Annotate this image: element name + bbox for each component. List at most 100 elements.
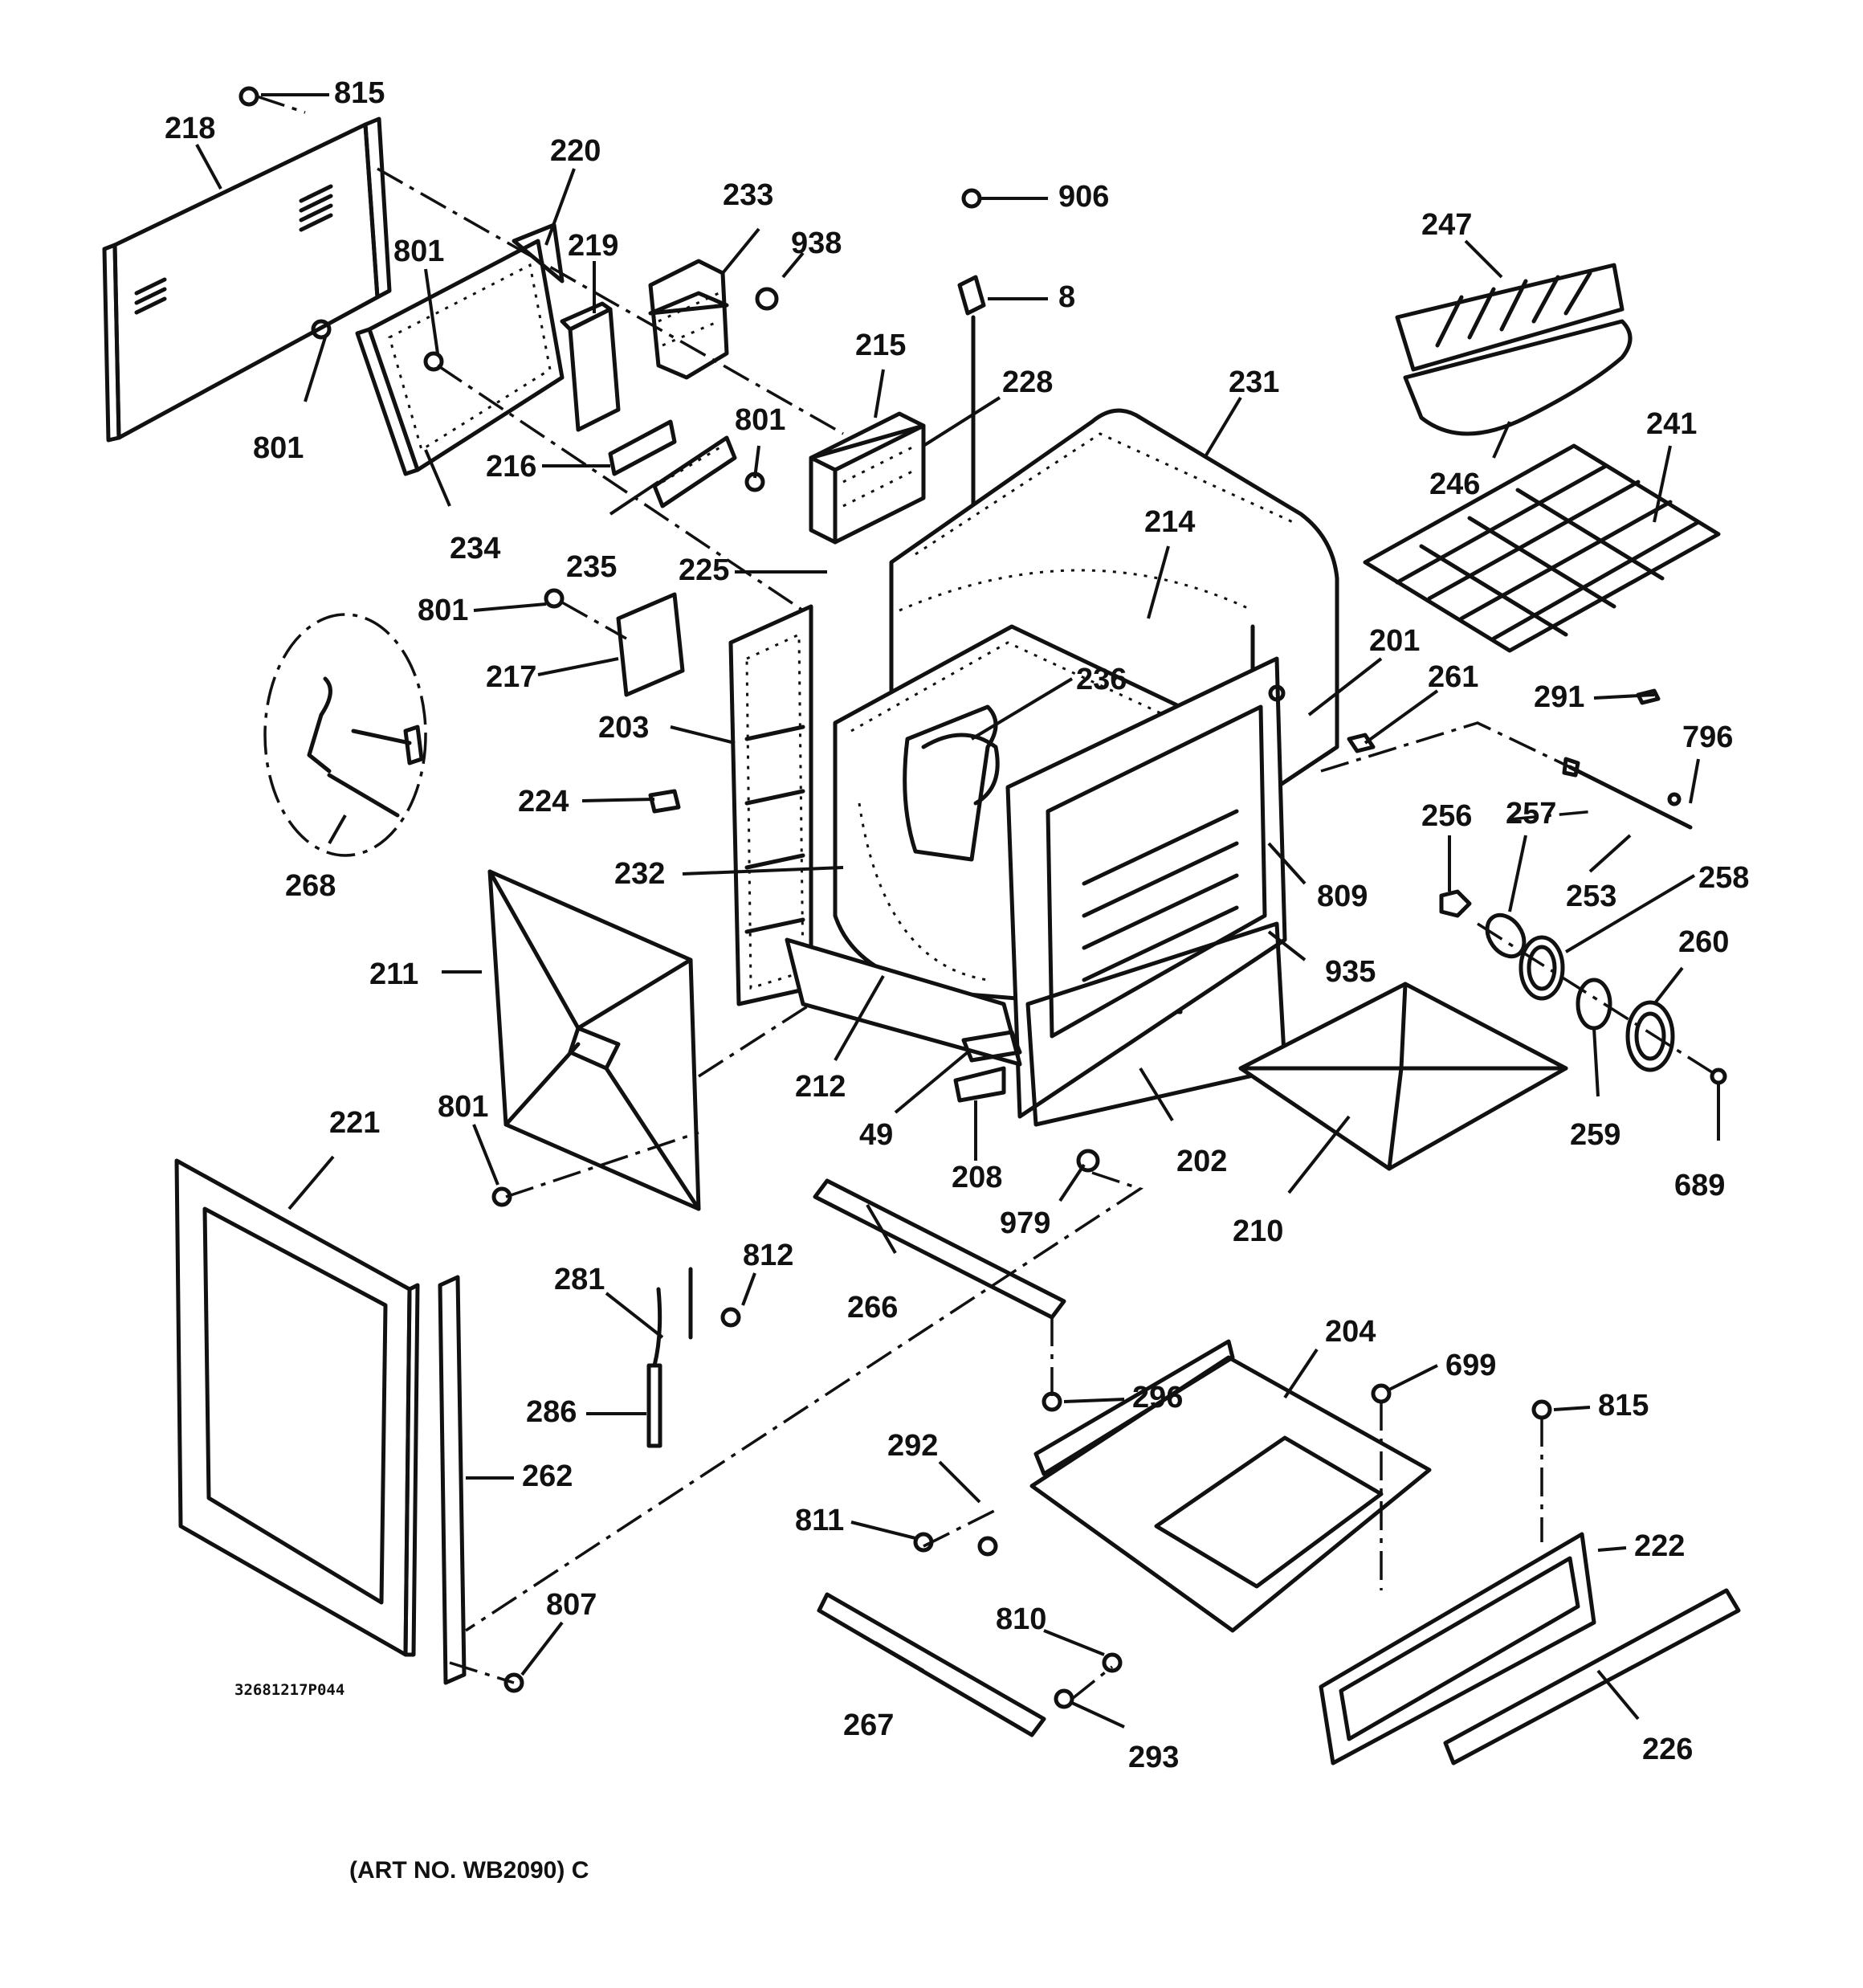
- callout-801: 801: [418, 594, 468, 627]
- broiler-pan-246-247: [1395, 263, 1633, 436]
- callout-247: 247: [1421, 208, 1472, 242]
- callout-labels: 815 218 220 233 906 938 219 801 8 247 21…: [165, 76, 1749, 1774]
- control-switch-215-228: [809, 411, 926, 545]
- callout-232: 232: [614, 857, 665, 891]
- callout-809: 809: [1317, 880, 1368, 913]
- probe-253-291-796: [1562, 688, 1693, 830]
- callout-699: 699: [1445, 1349, 1496, 1382]
- callout-801: 801: [735, 403, 785, 437]
- callout-246: 246: [1429, 467, 1480, 501]
- callout-253: 253: [1566, 880, 1616, 913]
- bracket-219: [560, 301, 621, 432]
- brackets-217-224: [616, 592, 685, 814]
- rear-panel-218: [102, 116, 392, 443]
- callout-226: 226: [1642, 1733, 1693, 1766]
- callout-268: 268: [285, 869, 336, 903]
- callout-815: 815: [334, 76, 385, 110]
- oven-rack-241: [1363, 443, 1721, 653]
- callout-217: 217: [486, 660, 536, 694]
- back-cover-220-234: [355, 222, 565, 476]
- callout-241: 241: [1646, 407, 1697, 441]
- oven-front-frame-202: [1005, 656, 1287, 1127]
- callout-233: 233: [723, 178, 773, 212]
- callout-259: 259: [1570, 1118, 1620, 1152]
- callout-257: 257: [1506, 797, 1556, 831]
- callout-218: 218: [165, 112, 215, 145]
- thermostat-clip-906-8: [957, 188, 986, 533]
- bottom-panel-211: [487, 869, 701, 1211]
- callout-204: 204: [1325, 1315, 1376, 1349]
- callout-231: 231: [1229, 365, 1279, 399]
- callout-201: 201: [1369, 624, 1420, 658]
- pan-parts-212-49-208: [785, 937, 1022, 1103]
- callout-906: 906: [1058, 180, 1109, 214]
- callout-292: 292: [887, 1429, 938, 1463]
- callout-235: 235: [566, 550, 617, 584]
- art-number: (ART NO. WB2090) C: [349, 1857, 589, 1884]
- brackets-216-235: [608, 419, 737, 508]
- callout-689: 689: [1674, 1169, 1725, 1202]
- callout-222: 222: [1634, 1529, 1685, 1563]
- switch-block-233: [648, 259, 729, 380]
- callout-262: 262: [522, 1459, 573, 1493]
- bake-element-236: [921, 733, 1000, 806]
- door-strip-262: [438, 1275, 467, 1685]
- callout-256: 256: [1421, 799, 1472, 833]
- trim-226: [1443, 1588, 1741, 1766]
- callout-221: 221: [329, 1106, 380, 1140]
- knob-assembly: [1439, 889, 1727, 1085]
- storage-drawer-204: [1029, 1339, 1432, 1633]
- callout-266: 266: [847, 1291, 898, 1325]
- callout-225: 225: [679, 553, 729, 587]
- callout-228: 228: [1002, 365, 1053, 399]
- oven-door-221: [174, 1158, 420, 1657]
- drawer-front-222: [1319, 1532, 1596, 1766]
- callout-811: 811: [795, 1504, 844, 1537]
- callout-211: 211: [369, 957, 418, 991]
- callout-208: 208: [952, 1161, 1002, 1194]
- drawer-rail-267: [817, 1592, 1046, 1737]
- drawer-pan-210: [1238, 982, 1568, 1171]
- leader-lines: [195, 93, 1720, 1729]
- callout-261: 261: [1428, 660, 1478, 694]
- callout-296: 296: [1132, 1381, 1183, 1414]
- callout-810: 810: [996, 1602, 1046, 1636]
- callout-801: 801: [438, 1090, 488, 1124]
- callout-258: 258: [1698, 861, 1749, 895]
- callout-796: 796: [1682, 720, 1733, 754]
- callout-212: 212: [795, 1070, 846, 1104]
- callout-219: 219: [568, 229, 618, 263]
- nut-938: [755, 287, 779, 311]
- callout-267: 267: [843, 1708, 894, 1742]
- callout-8: 8: [1058, 280, 1075, 314]
- callout-224: 224: [518, 785, 569, 818]
- callout-215: 215: [855, 329, 906, 362]
- callout-286: 286: [526, 1395, 577, 1429]
- callout-220: 220: [550, 134, 601, 168]
- door-gasket-201-261: [1268, 684, 1376, 753]
- callout-815: 815: [1598, 1389, 1649, 1423]
- hinge-281-286: [646, 1267, 693, 1448]
- callout-807: 807: [546, 1588, 597, 1622]
- drawing-code: 32681217P044: [234, 1681, 344, 1699]
- callout-214: 214: [1144, 505, 1195, 539]
- callout-938: 938: [791, 227, 842, 260]
- callout-293: 293: [1128, 1741, 1179, 1774]
- callout-49: 49: [859, 1118, 893, 1152]
- callout-260: 260: [1678, 925, 1729, 959]
- callout-801: 801: [253, 431, 304, 465]
- callout-210: 210: [1233, 1214, 1283, 1248]
- alignment-lines: [256, 95, 1719, 1700]
- callout-202: 202: [1176, 1145, 1227, 1178]
- callout-801: 801: [393, 235, 444, 268]
- part-drawings: [102, 86, 1741, 1766]
- callout-812: 812: [743, 1239, 793, 1272]
- callout-935: 935: [1325, 955, 1376, 989]
- callout-236: 236: [1076, 663, 1127, 696]
- callout-216: 216: [486, 450, 536, 484]
- callout-291: 291: [1534, 680, 1584, 714]
- callout-234: 234: [450, 532, 500, 565]
- callout-281: 281: [554, 1263, 605, 1296]
- detail-circle-268: [263, 613, 427, 857]
